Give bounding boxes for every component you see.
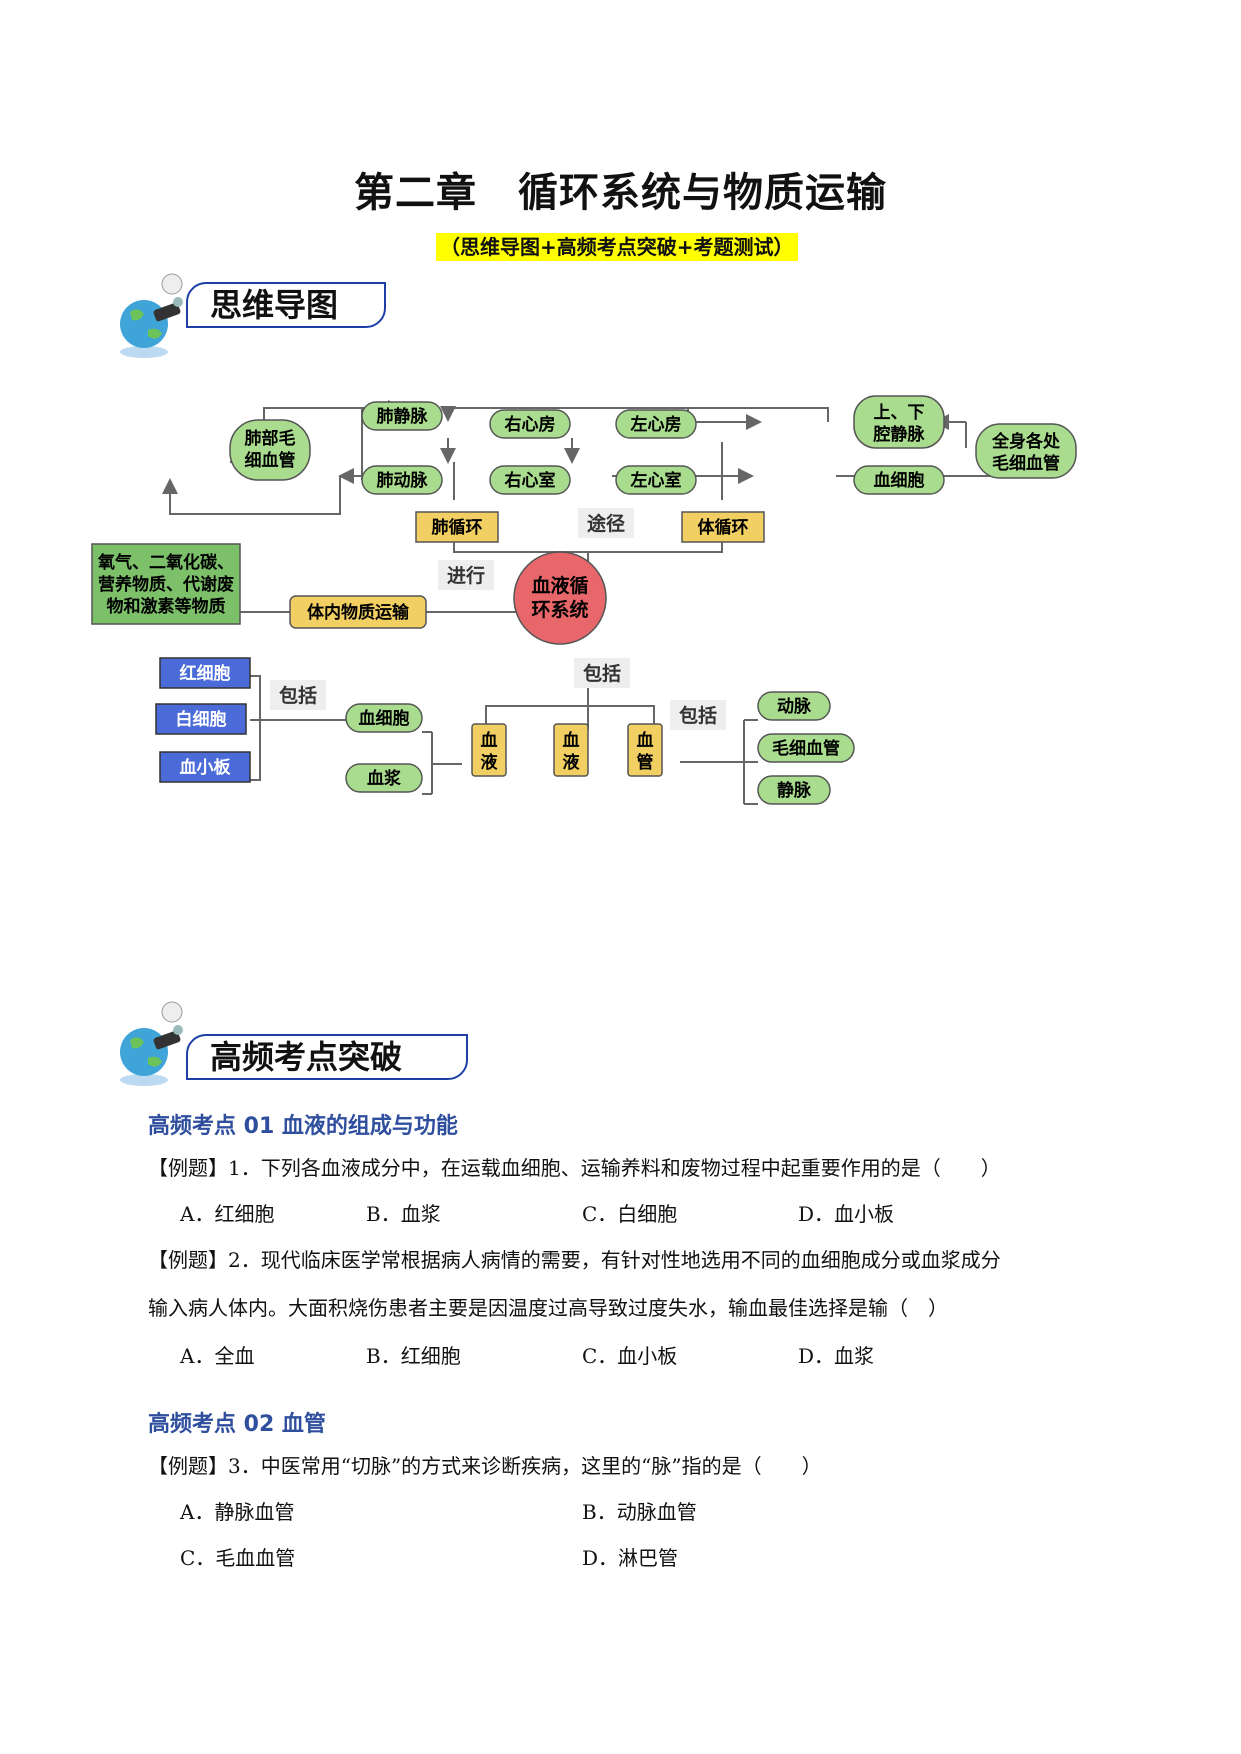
- svg-text:血细胞: 血细胞: [874, 470, 925, 491]
- svg-text:白细胞: 白细胞: [176, 709, 227, 730]
- transport-node: 体内物质运输: [289, 595, 427, 629]
- svg-text:血细胞: 血细胞: [359, 708, 410, 729]
- svg-text:毛细血管: 毛细血管: [992, 453, 1060, 474]
- svg-text:血浆: 血浆: [367, 768, 402, 789]
- svg-text:上、下: 上、下: [874, 403, 925, 423]
- svg-text:毛细血管: 毛细血管: [772, 738, 840, 759]
- svg-text:右心室: 右心室: [505, 470, 556, 491]
- substances-node: 氧气、二氧化碳、 营养物质、代谢废 物和激素等物质: [91, 543, 241, 625]
- globe-mascot-icon: [120, 1001, 183, 1086]
- section-title-1: 高频考点 01 血液的组成与功能: [148, 1114, 458, 1139]
- q3-option-d: D．淋巴管: [582, 1546, 679, 1570]
- path-label: 途径: [587, 512, 625, 535]
- svg-text:肺动脉: 肺动脉: [377, 470, 429, 491]
- section-header-mindmap: 思维导图: [186, 282, 386, 328]
- svg-text:营养物质、代谢废: 营养物质、代谢废: [98, 574, 234, 595]
- capillary-node: 毛细血管: [757, 733, 855, 763]
- svg-text:全身各处: 全身各处: [991, 431, 1061, 452]
- svg-text:左心房: 左心房: [631, 414, 682, 435]
- q2-option-d: D．血浆: [798, 1344, 875, 1368]
- q1-option-d: D．血小板: [798, 1202, 895, 1226]
- svg-text:红细胞: 红细胞: [180, 663, 231, 684]
- left-atrium-node: 左心房: [615, 409, 697, 439]
- question-1-text: 【例题】1．下列各血液成分中，在运载血细胞、运输养料和废物过程中起重要作用的是（…: [148, 1156, 1001, 1180]
- q3-option-b: B．动脉血管: [582, 1500, 697, 1524]
- vein-node: 静脉: [757, 775, 831, 805]
- svg-text:体内物质运输: 体内物质运输: [307, 602, 410, 623]
- include-label-3: 包括: [279, 684, 317, 707]
- blood-node-2: 血液: [553, 723, 589, 777]
- svg-text:右心房: 右心房: [505, 414, 556, 435]
- pulmonary-artery-node: 肺动脉: [361, 465, 443, 495]
- svg-text:左心室: 左心室: [631, 470, 682, 491]
- page-subtitle: （思维导图+高频考点突破+考题测试）: [436, 233, 798, 261]
- q1-option-b: B．血浆: [366, 1202, 441, 1226]
- q3-option-a: A．静脉血管: [180, 1500, 295, 1524]
- globe-mascot-icon: [120, 273, 183, 358]
- question-2-line-1: 【例题】2．现代临床医学常根据病人病情的需要，有针对性地选用不同的血细胞成分或血…: [148, 1248, 1001, 1272]
- q2-option-c: C．血小板: [582, 1344, 678, 1368]
- svg-text:肺静脉: 肺静脉: [377, 406, 429, 427]
- q2-option-a: A．全血: [180, 1344, 255, 1368]
- plasma-node: 血浆: [345, 763, 423, 793]
- vessel-node: 血管: [627, 723, 663, 777]
- right-atrium-node: 右心房: [489, 409, 571, 439]
- svg-text:细血管: 细血管: [245, 450, 296, 471]
- left-ventricle-node: 左心室: [615, 465, 697, 495]
- svg-text:血: 血: [481, 730, 498, 751]
- svg-text:物和激素等物质: 物和激素等物质: [107, 596, 226, 617]
- right-ventricle-node: 右心室: [489, 465, 571, 495]
- perform-label: 进行: [447, 564, 485, 587]
- svg-text:环系统: 环系统: [531, 598, 588, 621]
- include-label-1: 包括: [583, 662, 621, 685]
- svg-text:管: 管: [637, 752, 654, 773]
- section-title-2: 高频考点 02 血管: [148, 1412, 326, 1437]
- pulmonary-vein-node: 肺静脉: [361, 401, 443, 431]
- svg-text:液: 液: [481, 752, 498, 773]
- svg-text:体循环: 体循环: [698, 517, 749, 538]
- blood-cell-top-node: 血细胞: [853, 465, 945, 495]
- svg-text:氧气、二氧化碳、: 氧气、二氧化碳、: [97, 552, 234, 573]
- svg-text:静脉: 静脉: [777, 780, 812, 801]
- q2-option-b: B．红细胞: [366, 1344, 461, 1368]
- svg-text:血: 血: [563, 730, 580, 751]
- blood-cell-node: 血细胞: [345, 703, 423, 733]
- rbc-node: 红细胞: [159, 657, 251, 689]
- svg-text:腔静脉: 腔静脉: [873, 424, 926, 445]
- svg-text:动脉: 动脉: [777, 696, 812, 717]
- svg-text:液: 液: [563, 752, 580, 773]
- center-node: 血液循 环系统: [513, 551, 607, 645]
- systemic-circulation-node: 体循环: [681, 511, 765, 543]
- svg-text:血液循: 血液循: [531, 574, 588, 597]
- question-3-text: 【例题】3．中医常用“切脉”的方式来诊断疾病，这里的“脉”指的是（ ）: [148, 1454, 822, 1478]
- question-2-line-2: 输入病人体内。大面积烧伤患者主要是因温度过高导致过度失水，输血最佳选择是输（ ）: [148, 1296, 948, 1320]
- svg-text:血: 血: [637, 730, 654, 751]
- artery-node: 动脉: [757, 691, 831, 721]
- page-title: 第二章 循环系统与物质运输: [354, 170, 887, 216]
- q1-option-a: A．红细胞: [180, 1202, 275, 1226]
- wbc-node: 白细胞: [155, 703, 247, 735]
- q3-option-c: C．毛血血管: [180, 1546, 296, 1570]
- section-header-label: 思维导图: [210, 286, 339, 324]
- include-label-2: 包括: [679, 704, 717, 727]
- section-header-label: 高频考点突破: [210, 1038, 403, 1076]
- svg-text:肺部毛: 肺部毛: [245, 428, 296, 449]
- blood-node-1: 血液: [471, 723, 507, 777]
- svg-text:血小板: 血小板: [180, 757, 232, 778]
- section-header-highfreq: 高频考点突破: [186, 1034, 468, 1080]
- pulmonary-circulation-node: 肺循环: [415, 511, 499, 543]
- q1-option-c: C．白细胞: [582, 1202, 678, 1226]
- platelet-node: 血小板: [159, 751, 251, 783]
- svg-text:肺循环: 肺循环: [432, 517, 483, 538]
